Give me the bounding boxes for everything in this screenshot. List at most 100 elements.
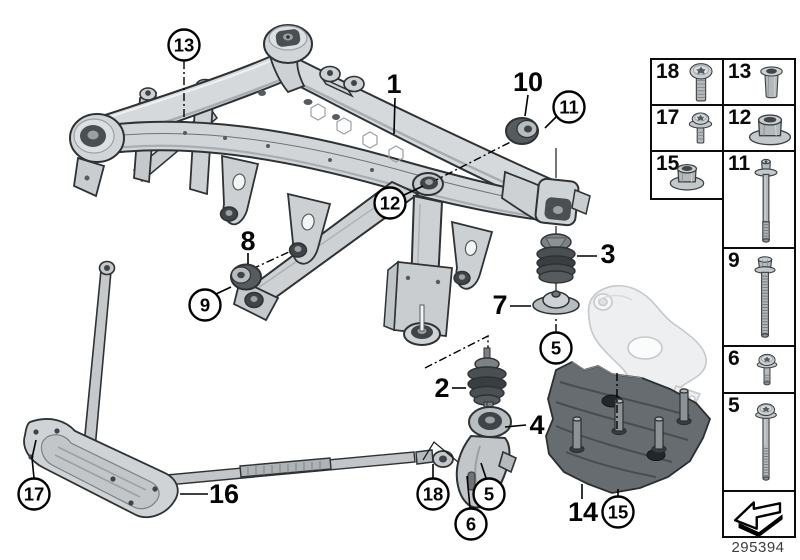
callout-leader	[480, 462, 487, 479]
callout-leader	[31, 439, 37, 479]
callout-leader	[524, 94, 529, 117]
threaded-bolt-long-icon	[746, 252, 784, 344]
body-mount-top	[263, 24, 313, 94]
gusset-bracket	[286, 192, 332, 265]
beam-rib-pattern	[310, 103, 404, 163]
flange-bolt-long-icon	[748, 397, 784, 489]
callout-circle	[472, 477, 506, 511]
fastener-cell-5: 5	[722, 392, 796, 492]
callout-circle	[188, 288, 222, 322]
callout-5: 5	[539, 319, 573, 365]
body-mount-left	[69, 113, 125, 198]
fastener-cell-12: 12	[722, 104, 796, 152]
callout-number: 11	[559, 97, 579, 118]
callout-7: 7	[490, 288, 531, 322]
callout-12: 12	[373, 185, 424, 220]
fastener-number: 9	[728, 249, 740, 272]
callout-14: 14	[566, 484, 600, 529]
stud-bolts-15	[569, 388, 692, 454]
flange-nut-icon	[665, 158, 709, 194]
callout-leader	[504, 424, 527, 428]
callout-5: 5	[472, 462, 506, 511]
fastener-cell-6: 6	[722, 345, 796, 394]
callout-circle	[17, 477, 51, 511]
push-plate-brace	[23, 260, 454, 519]
callout-leader	[466, 475, 471, 509]
callout-number: 3	[600, 239, 615, 269]
callout-number: 5	[484, 484, 494, 505]
rivet-nut-icon	[755, 64, 788, 102]
callout-number: 18	[423, 484, 444, 505]
callout-6: 6	[454, 475, 488, 541]
fastener-cell-17: 17	[650, 104, 724, 152]
callout-8: 8	[238, 224, 258, 264]
front-lower-mount	[383, 260, 453, 346]
callout-leader	[215, 286, 232, 295]
callout-circle	[552, 90, 586, 124]
callout-number: 4	[529, 410, 544, 440]
callout-number: 5	[551, 338, 561, 359]
callout-number: 8	[240, 226, 255, 256]
callout-number: 17	[24, 484, 45, 505]
flange-bolt-short-icon	[750, 352, 784, 390]
callout-2: 2	[432, 371, 466, 405]
damper-mount-3	[536, 233, 576, 284]
callout-11: 11	[544, 90, 586, 129]
skid-plate	[545, 360, 712, 494]
fastener-cell-18: 18	[650, 58, 724, 106]
direction-arrow-icon	[729, 494, 787, 538]
beam-holes	[183, 90, 374, 172]
callout-number: 12	[380, 193, 401, 214]
callout-leader	[393, 97, 396, 135]
callout-number: 16	[209, 479, 239, 509]
callout-15: 15	[601, 489, 635, 529]
callout-circle	[167, 28, 201, 62]
callout-number: 1	[386, 69, 401, 99]
fastener-number: 17	[656, 106, 680, 129]
callout-number: 9	[200, 295, 210, 316]
document-number: 295394	[731, 539, 785, 556]
strut-bar	[83, 269, 112, 451]
fastener-number: 15	[656, 152, 680, 175]
callout-number: 10	[513, 67, 543, 97]
pan-head-screw-icon	[684, 62, 718, 106]
callout-1: 1	[384, 67, 404, 135]
callout-9: 9	[188, 286, 232, 322]
callout-number: 15	[608, 502, 629, 523]
gusset-bracket	[450, 220, 494, 290]
callout-number: 2	[434, 373, 449, 403]
callout-3: 3	[577, 237, 618, 271]
fastener-number: 11	[728, 152, 751, 175]
fastener-cell-11: 11	[722, 150, 796, 249]
bushing-8	[230, 263, 262, 291]
callout-circle	[416, 477, 450, 511]
fastener-number: 18	[656, 60, 680, 83]
washer-7	[532, 290, 580, 315]
fastener-cell-9: 9	[722, 247, 796, 347]
fastener-number: 5	[728, 394, 740, 417]
flange-nut-large-icon	[747, 110, 793, 148]
fastener-cell-15: 15	[650, 150, 724, 200]
callout-number: 14	[568, 497, 598, 527]
callout-circle	[601, 495, 635, 529]
fastener-cell-13: 13	[722, 58, 796, 106]
callout-leader	[544, 115, 558, 129]
assembly-axis-line	[422, 441, 459, 463]
callout-leader	[401, 185, 424, 197]
callout-4: 4	[504, 408, 547, 442]
callout-number: 13	[174, 35, 195, 56]
damper-mount-2	[467, 347, 507, 415]
callout-10: 10	[511, 65, 545, 117]
fastener-number: 6	[728, 347, 740, 370]
callout-17: 17	[17, 439, 51, 511]
callout-number: 7	[492, 290, 507, 320]
callout-18: 18	[416, 464, 450, 511]
gusset-bracket	[219, 154, 260, 226]
fastener-number: 12	[728, 106, 752, 129]
shoulder-bolt-long-icon	[747, 156, 785, 246]
bushing-10	[505, 117, 539, 145]
callout-circle	[454, 507, 488, 541]
callout-16: 16	[180, 477, 241, 511]
